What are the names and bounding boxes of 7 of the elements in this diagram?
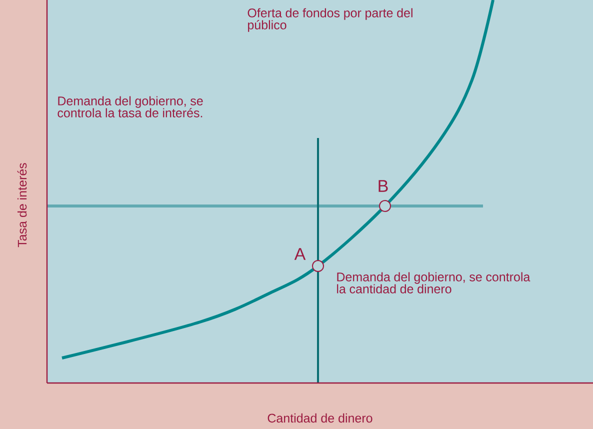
annotation: Demanda del gobierno, se controla la tasa de interés. xyxy=(58,96,203,118)
point-label: B xyxy=(378,180,388,192)
annotation: Demanda del gobierno, se controla la cantidad de dinero xyxy=(337,272,530,294)
axis-label: Tasa de interés xyxy=(17,163,27,248)
axis-label: Cantidad de dinero xyxy=(268,413,372,423)
point-label: A xyxy=(294,248,306,260)
curve-label: Oferta de fondos por parte del público xyxy=(248,8,412,32)
